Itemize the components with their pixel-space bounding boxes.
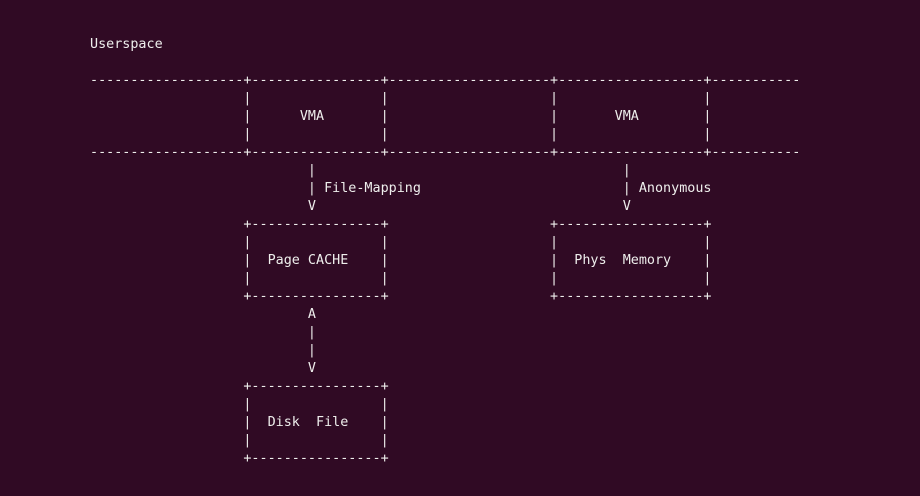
disk-file-row: | | (90, 397, 389, 412)
blank-line (90, 54, 800, 72)
bidirectional-arrow-stem: | (90, 343, 316, 358)
page-cache-phys-memory-labels: | Page CACHE | | Phys Memory | (90, 253, 712, 268)
bidirectional-arrow-head-up: A (90, 307, 316, 322)
userspace-top-border: -------------------+----------------+---… (90, 73, 801, 88)
bidirectional-arrow-stem: | (90, 325, 316, 340)
mapping-arrows-labels: | File-Mapping | Anonymous (90, 181, 712, 196)
vma-boxes-bottom: | | | | (90, 127, 712, 142)
page-cache-phys-memory-row: | | | | (90, 271, 712, 286)
ascii-memory-diagram: Userspace -------------------+-----------… (90, 36, 800, 468)
vma-boxes-labels: | VMA | | VMA | (90, 109, 712, 124)
disk-file-top: +----------------+ (90, 379, 389, 394)
userspace-label: Userspace (90, 37, 163, 52)
disk-file-row: | | (90, 433, 389, 448)
page-cache-phys-memory-bottom: +----------------+ +------------------+ (90, 289, 712, 304)
page-cache-phys-memory-row: | | | | (90, 235, 712, 250)
page-cache-phys-memory-top: +----------------+ +------------------+ (90, 217, 712, 232)
mapping-arrows-heads: V V (90, 199, 631, 214)
userspace-bottom-border: -------------------+----------------+---… (90, 145, 801, 160)
bidirectional-arrow-head-down: V (90, 361, 316, 376)
vma-boxes-top: | | | | (90, 91, 712, 106)
disk-file-label: | Disk File | (90, 415, 389, 430)
mapping-arrows-stem: | | (90, 163, 631, 178)
disk-file-bottom: +----------------+ (90, 451, 389, 466)
